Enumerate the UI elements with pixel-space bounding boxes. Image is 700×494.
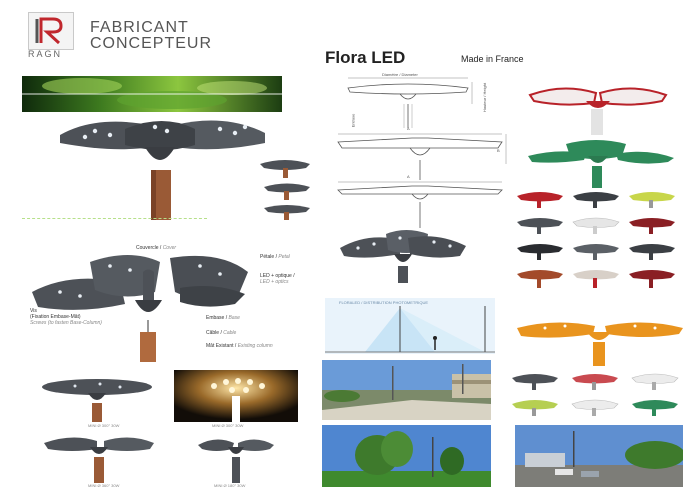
technical-drawing-3 [337, 181, 503, 228]
brand-logo [28, 12, 74, 50]
photometric-title: FLORALED / DISTRIBUTION PHOTOMETRIQUE [339, 300, 429, 305]
label-vis: Vis(Fixation Embase-Mât)Screws (to faste… [30, 308, 102, 326]
leaves-photo-image [22, 76, 282, 112]
bottom-lamp-1 [42, 379, 152, 422]
caption-2: MINI Ø 300° 30W [212, 423, 244, 428]
parking-photo [515, 425, 683, 487]
lit-lamp-photo [174, 370, 298, 422]
exploded-lamp-render [32, 255, 248, 362]
dim-hauteur: Hauteur / Height [482, 82, 488, 113]
product-title: Flora LED [325, 48, 406, 67]
orange-lamp-variant [517, 322, 683, 366]
brand-line-1: FABRICANT [90, 19, 189, 36]
brand-line-2: CONCEPTEUR [90, 35, 213, 52]
dim-diametre: Diamètre / Diameter [382, 72, 418, 77]
small-lamp-variant-3 [264, 205, 310, 220]
label-petale: Pétale / Petal [260, 254, 290, 260]
label-embase: Embase / Base [206, 315, 240, 321]
small-variant-grid [512, 373, 679, 416]
brand-tagline: FABRICANT CONCEPTEUR [90, 20, 212, 52]
main-lamp-render [60, 120, 265, 220]
caption-3: MINI Ø 360° 30W [88, 483, 120, 488]
park-photo-1 [322, 360, 491, 420]
dim-a-1: A [407, 126, 410, 131]
dim-b: B [497, 148, 500, 153]
dim-entraxe: Entraxe [350, 113, 356, 128]
dim-a-2: A [407, 174, 410, 179]
caption-1: MINI Ø 300° 30W [88, 423, 120, 428]
photometric-diagram: FLORALED / DISTRIBUTION PHOTOMETRIQUE [325, 298, 495, 354]
banner-photo [22, 76, 282, 112]
product-subtitle: Made in France [461, 54, 524, 64]
color-variant-grid [517, 192, 675, 288]
logo-text: RAGN [28, 49, 63, 59]
middle-lamp-render [340, 230, 466, 283]
divider-line [22, 218, 207, 219]
red-lamp-variant [528, 87, 668, 135]
small-lamp-variant-2 [264, 183, 310, 200]
label-mat: Mât Existant / Existing column [206, 343, 273, 349]
logo-mark-icon [35, 17, 63, 45]
label-led: LED + optique /LED + optics [260, 273, 295, 285]
technical-drawing-1 [347, 77, 473, 128]
bottom-lamp-3 [198, 439, 274, 483]
technical-drawing-2 [337, 133, 507, 180]
label-couvercle: Couvercle / Cover [136, 245, 177, 251]
green-lamp-variant [528, 140, 674, 188]
caption-4: MINI Ø 180° 30W [214, 483, 246, 488]
small-lamp-variant-1 [260, 160, 310, 178]
bottom-lamp-2 [44, 437, 154, 483]
park-photo-2 [322, 425, 491, 487]
label-cable: Câble / Cable [206, 330, 237, 336]
